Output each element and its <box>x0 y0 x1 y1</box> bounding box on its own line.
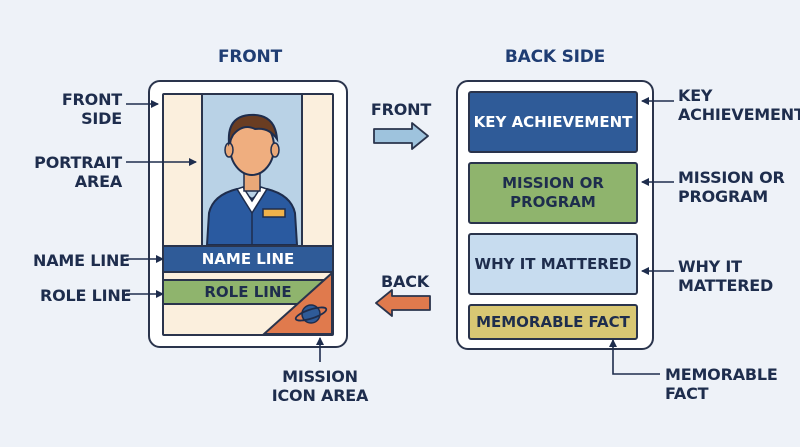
label-name-line: NAME LINE <box>33 251 130 270</box>
flip-to-front-label: BACK <box>381 272 429 291</box>
arrow-left-icon <box>375 289 431 317</box>
person-portrait-icon <box>205 113 299 245</box>
why-mattered-box: WHY IT MATTERED <box>468 233 638 295</box>
front-card-inner: NAME LINE ROLE LINE <box>162 93 334 336</box>
planet-icon <box>294 304 328 324</box>
front-card: NAME LINE ROLE LINE <box>148 80 348 348</box>
memorable-fact-box: MEMORABLE FACT <box>468 304 638 340</box>
mission-icon-area <box>262 271 332 334</box>
mission-program-box: MISSION OR PROGRAM <box>468 162 638 224</box>
arrow-right-icon <box>373 122 429 150</box>
name-line-band: NAME LINE <box>164 245 332 273</box>
role-line-band: ROLE LINE <box>164 279 332 305</box>
label-role-line: ROLE LINE <box>40 286 132 305</box>
pointer-memorable-fact <box>609 339 660 375</box>
back-title: BACK SIDE <box>504 47 606 67</box>
flip-to-back-label: FRONT <box>370 100 432 119</box>
front-title: FRONT <box>218 47 282 67</box>
portrait-area <box>201 95 303 245</box>
back-card: KEY ACHIEVEMENT MISSION OR PROGRAM WHY I… <box>456 80 654 350</box>
key-achievement-box: KEY ACHIEVEMENT <box>468 91 638 153</box>
